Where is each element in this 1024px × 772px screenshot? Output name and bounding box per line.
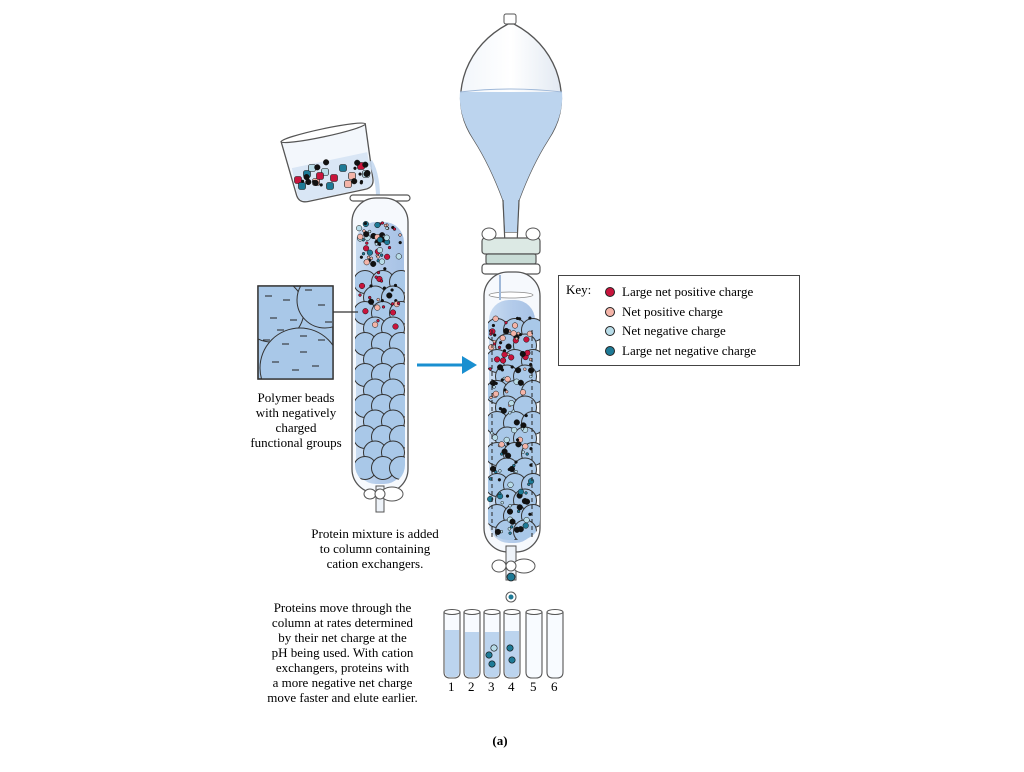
- key-item-large-negative: Large net negative charge: [605, 342, 756, 360]
- collection-tube: [483, 609, 501, 679]
- panel-label: (a): [492, 733, 508, 748]
- movement-caption-line: column at rates determined: [271, 615, 414, 630]
- tube-number: 4: [508, 679, 515, 694]
- key-item-large-positive: Large net positive charge: [605, 283, 753, 301]
- tube-number: 2: [468, 679, 475, 694]
- collection-tube: [463, 609, 481, 679]
- beads-caption-line: with negatively: [255, 405, 337, 420]
- key-item-positive: Net positive charge: [605, 303, 723, 321]
- large-positive-dot-icon: [605, 287, 615, 297]
- negative-dot-icon: [605, 326, 615, 336]
- collection-tube: [525, 609, 543, 679]
- key-item-negative: Net negative charge: [605, 322, 726, 340]
- beads-caption-line: functional groups: [250, 435, 342, 450]
- key-item-label: Net positive charge: [622, 304, 723, 319]
- collection-tube: [443, 609, 461, 679]
- mixture-caption: Protein mixture is added to column conta…: [290, 526, 460, 571]
- key-title: Key:: [566, 282, 592, 297]
- mixture-caption-line: cation exchangers.: [326, 556, 424, 571]
- collection-tube: [546, 609, 564, 679]
- positive-dot-icon: [605, 307, 615, 317]
- process-arrow: [417, 356, 477, 374]
- collection-tube: [503, 609, 521, 679]
- key-item-label: Large net positive charge: [622, 284, 754, 299]
- movement-caption-line: move faster and elute earlier.: [267, 690, 418, 705]
- key-item-label: Net negative charge: [622, 323, 726, 338]
- large-negative-dot-icon: [605, 346, 615, 356]
- collection-tubes: [443, 609, 564, 679]
- bead-magnified-view: [257, 285, 358, 380]
- key-item-label: Large net negative charge: [622, 343, 757, 358]
- movement-caption-line: by their net charge at the: [278, 630, 407, 645]
- beaker: [280, 122, 381, 225]
- movement-caption-line: pH being used. With cation: [271, 645, 414, 660]
- movement-caption: Proteins move through the column at rate…: [240, 600, 445, 705]
- beads-caption-line: Polymer beads: [257, 390, 335, 405]
- tube-number: 6: [551, 679, 558, 694]
- tube-number: 3: [488, 679, 495, 694]
- mixture-caption-line: to column containing: [319, 541, 431, 556]
- movement-caption-line: exchangers, proteins with: [275, 660, 410, 675]
- tube-number: 5: [530, 679, 537, 694]
- separatory-funnel: [459, 13, 563, 265]
- key-legend: Key: Large net positive charge Net posit…: [558, 275, 800, 366]
- left-column: [349, 194, 411, 513]
- movement-caption-line: Proteins move through the: [273, 600, 412, 615]
- movement-caption-line: a more negative net charge: [272, 675, 413, 690]
- tube-number: 1: [448, 679, 455, 694]
- mixture-caption-line: Protein mixture is added: [311, 526, 439, 541]
- beads-caption-line: charged: [275, 420, 317, 435]
- beaker-protein-mixture: [294, 159, 371, 190]
- beads-caption: Polymer beads with negatively charged fu…: [236, 390, 356, 450]
- right-column: [481, 263, 541, 603]
